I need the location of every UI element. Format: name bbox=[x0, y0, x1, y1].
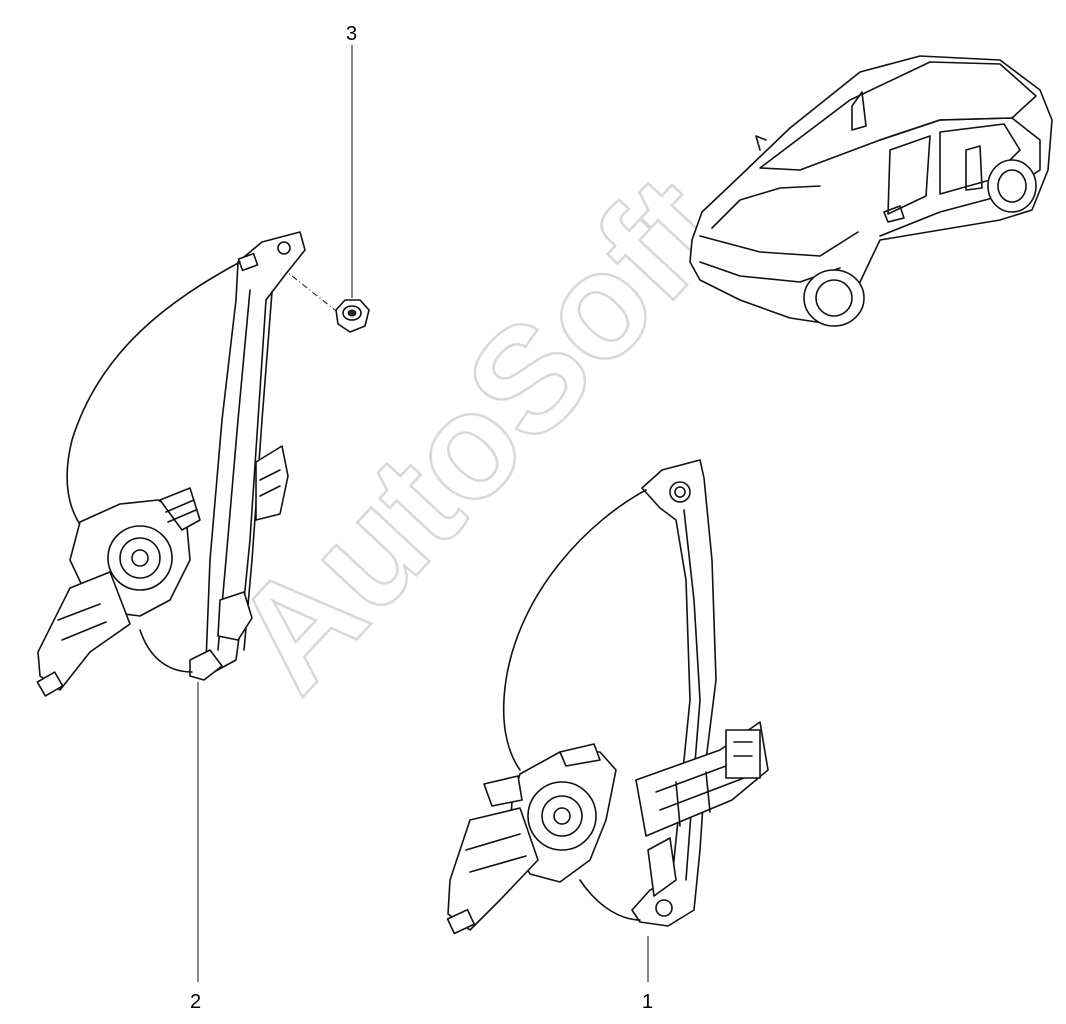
callout-1: 1 bbox=[642, 991, 653, 1013]
watermark: AutoSoft bbox=[199, 143, 756, 723]
callout-3: 3 bbox=[346, 23, 357, 45]
nut-icon[interactable] bbox=[281, 45, 370, 333]
callout-2: 2 bbox=[190, 991, 201, 1013]
window-regulator-rear-icon[interactable] bbox=[36, 231, 306, 982]
watermark-text: AutoSoft bbox=[201, 144, 756, 722]
car-sedan-icon bbox=[689, 55, 1053, 327]
window-regulator-front-icon[interactable] bbox=[446, 459, 769, 982]
